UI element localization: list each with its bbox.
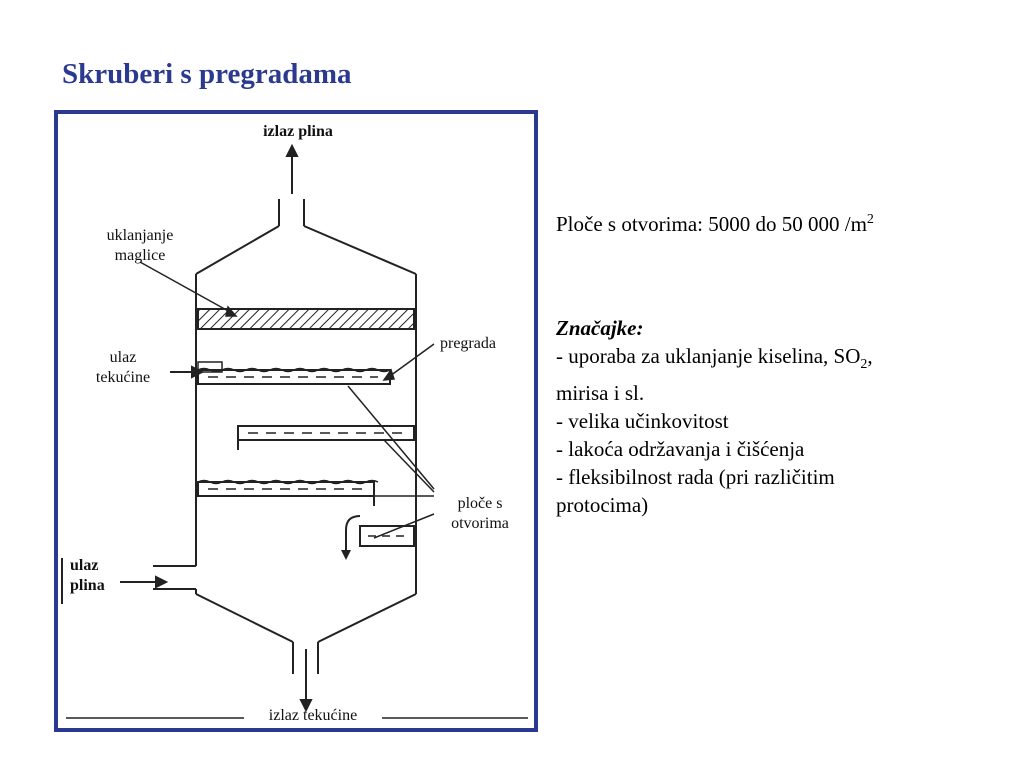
features-heading: Značajke: [556, 316, 644, 340]
label-mist-removal-line2: maglice [114, 247, 166, 264]
perforated-plate-1 [197, 361, 391, 385]
mist-removal-pointer [139, 261, 231, 313]
perforated-plate-2 [237, 425, 415, 450]
feature-item-1-cont: mirisa i sl. [556, 381, 645, 406]
label-baffle: pregrada [440, 335, 496, 352]
plates-pointer-1 [347, 385, 435, 490]
feature-item-3: - lakoća održavanja i čišćenja [556, 437, 805, 462]
bottom-cone-left [195, 593, 294, 643]
feature-item-2: - velika učinkovitost [556, 409, 729, 434]
label-liquid-inlet: ulaz tekućine [78, 348, 168, 388]
top-cone-left [195, 225, 280, 275]
label-mist-removal-line1: uklanjanje [106, 227, 174, 244]
bottom-cone-right [317, 593, 417, 643]
feature-item-1: - uporaba za uklanjanje kiselina, SO2, [556, 342, 873, 379]
plates-pointer-4 [373, 513, 435, 539]
baffle-pointer [389, 343, 435, 377]
features-list: Značajke: - uporaba za uklanjanje kiseli… [556, 314, 873, 519]
label-gas-inlet-line2: plina [70, 577, 105, 594]
mist-eliminator-pad [197, 308, 415, 330]
feature-item-1-comma: , [867, 344, 873, 368]
top-cone-right [303, 225, 417, 275]
label-perforated-plates-line2: otvorima [451, 515, 509, 532]
plates-density-exponent: 2 [866, 212, 874, 227]
label-liquid-outlet: izlaz tekućine [268, 707, 358, 724]
liquid-inlet-weir [197, 361, 223, 373]
plates-pointer-2 [383, 439, 435, 493]
plates-density-value: Ploče s otvorima: 5000 do 50 000 /m [556, 212, 867, 236]
feature-item-1-subscript: 2 [860, 357, 868, 373]
label-gas-inlet: ulaz plina [70, 556, 105, 596]
feature-item-4: - fleksibilnost rada (pri različitim [556, 465, 835, 490]
feature-item-1-text: - uporaba za uklanjanje kiselina, SO [556, 344, 861, 368]
label-perforated-plates-line1: ploče s [457, 495, 503, 512]
perforated-plate-3 [197, 479, 379, 506]
slide-title: Skruberi s pregradama [62, 58, 352, 90]
label-mist-removal: uklanjanje maglice [88, 226, 192, 266]
label-gas-outlet: izlaz plina [263, 123, 333, 140]
feature-item-4-cont: protocima) [556, 493, 649, 518]
scrubber-diagram: izlaz plina uklanjanje maglice pregrada … [54, 110, 538, 732]
seal-pot [341, 515, 415, 560]
plates-density-text: Ploče s otvorima: 5000 do 50 000 /m2 [556, 206, 874, 238]
label-liquid-inlet-line2: tekućine [95, 369, 151, 386]
label-gas-inlet-line1: ulaz [70, 557, 99, 574]
scrubber-drawing [61, 143, 528, 719]
label-liquid-inlet-line1: ulaz [109, 349, 137, 366]
label-perforated-plates: ploče s otvorima [434, 494, 526, 534]
